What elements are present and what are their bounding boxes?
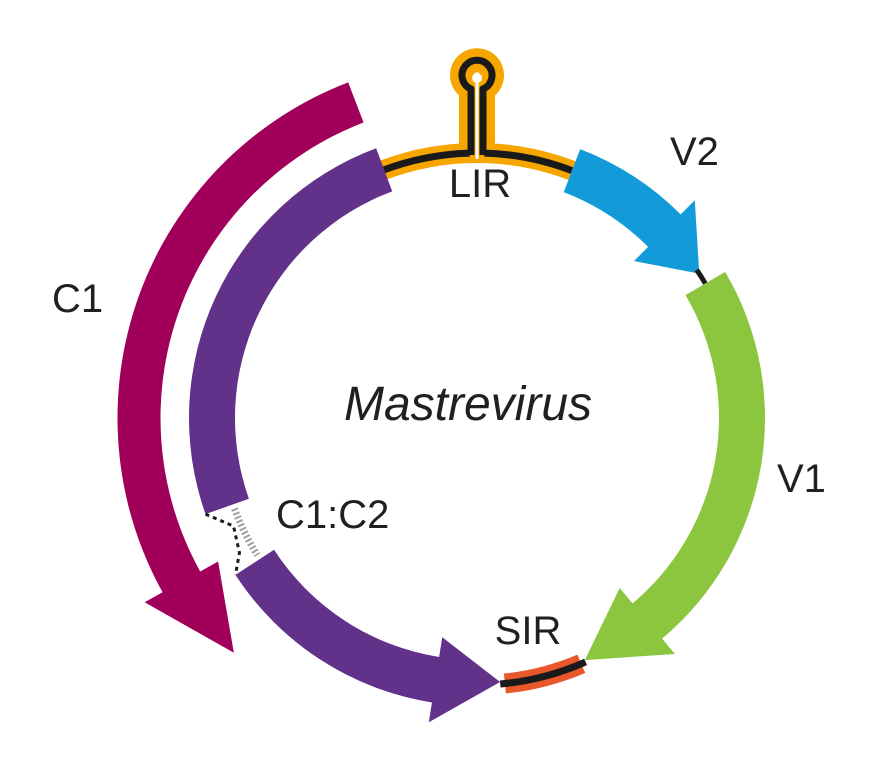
- gene-c1c2-exon1: [188, 148, 393, 515]
- label-lir: LIR: [449, 162, 511, 206]
- genome-title: Mastrevirus: [344, 378, 592, 431]
- genome-features: [117, 48, 765, 723]
- sir-dna-line: [499, 658, 588, 688]
- dna-connector-v2-v1: [694, 268, 708, 285]
- label-v1: V1: [777, 457, 826, 501]
- gene-v1-arrow: [584, 271, 765, 661]
- lir-loop-hole: [472, 73, 482, 83]
- gene-c1c2-exon2-arrow: [235, 549, 501, 723]
- lir-stem-loop: [458, 56, 496, 155]
- lir-dna-line-right: [484, 149, 574, 174]
- label-sir: SIR: [495, 609, 562, 653]
- lir-dna-line-left: [380, 149, 470, 174]
- label-v2: V2: [670, 130, 719, 174]
- gene-c1-arrow: [117, 82, 364, 653]
- label-c1: C1: [52, 277, 103, 321]
- label-c1c2: C1:C2: [276, 493, 389, 537]
- c1c2-intron: [231, 507, 261, 558]
- gene-v2-arrow: [563, 149, 700, 274]
